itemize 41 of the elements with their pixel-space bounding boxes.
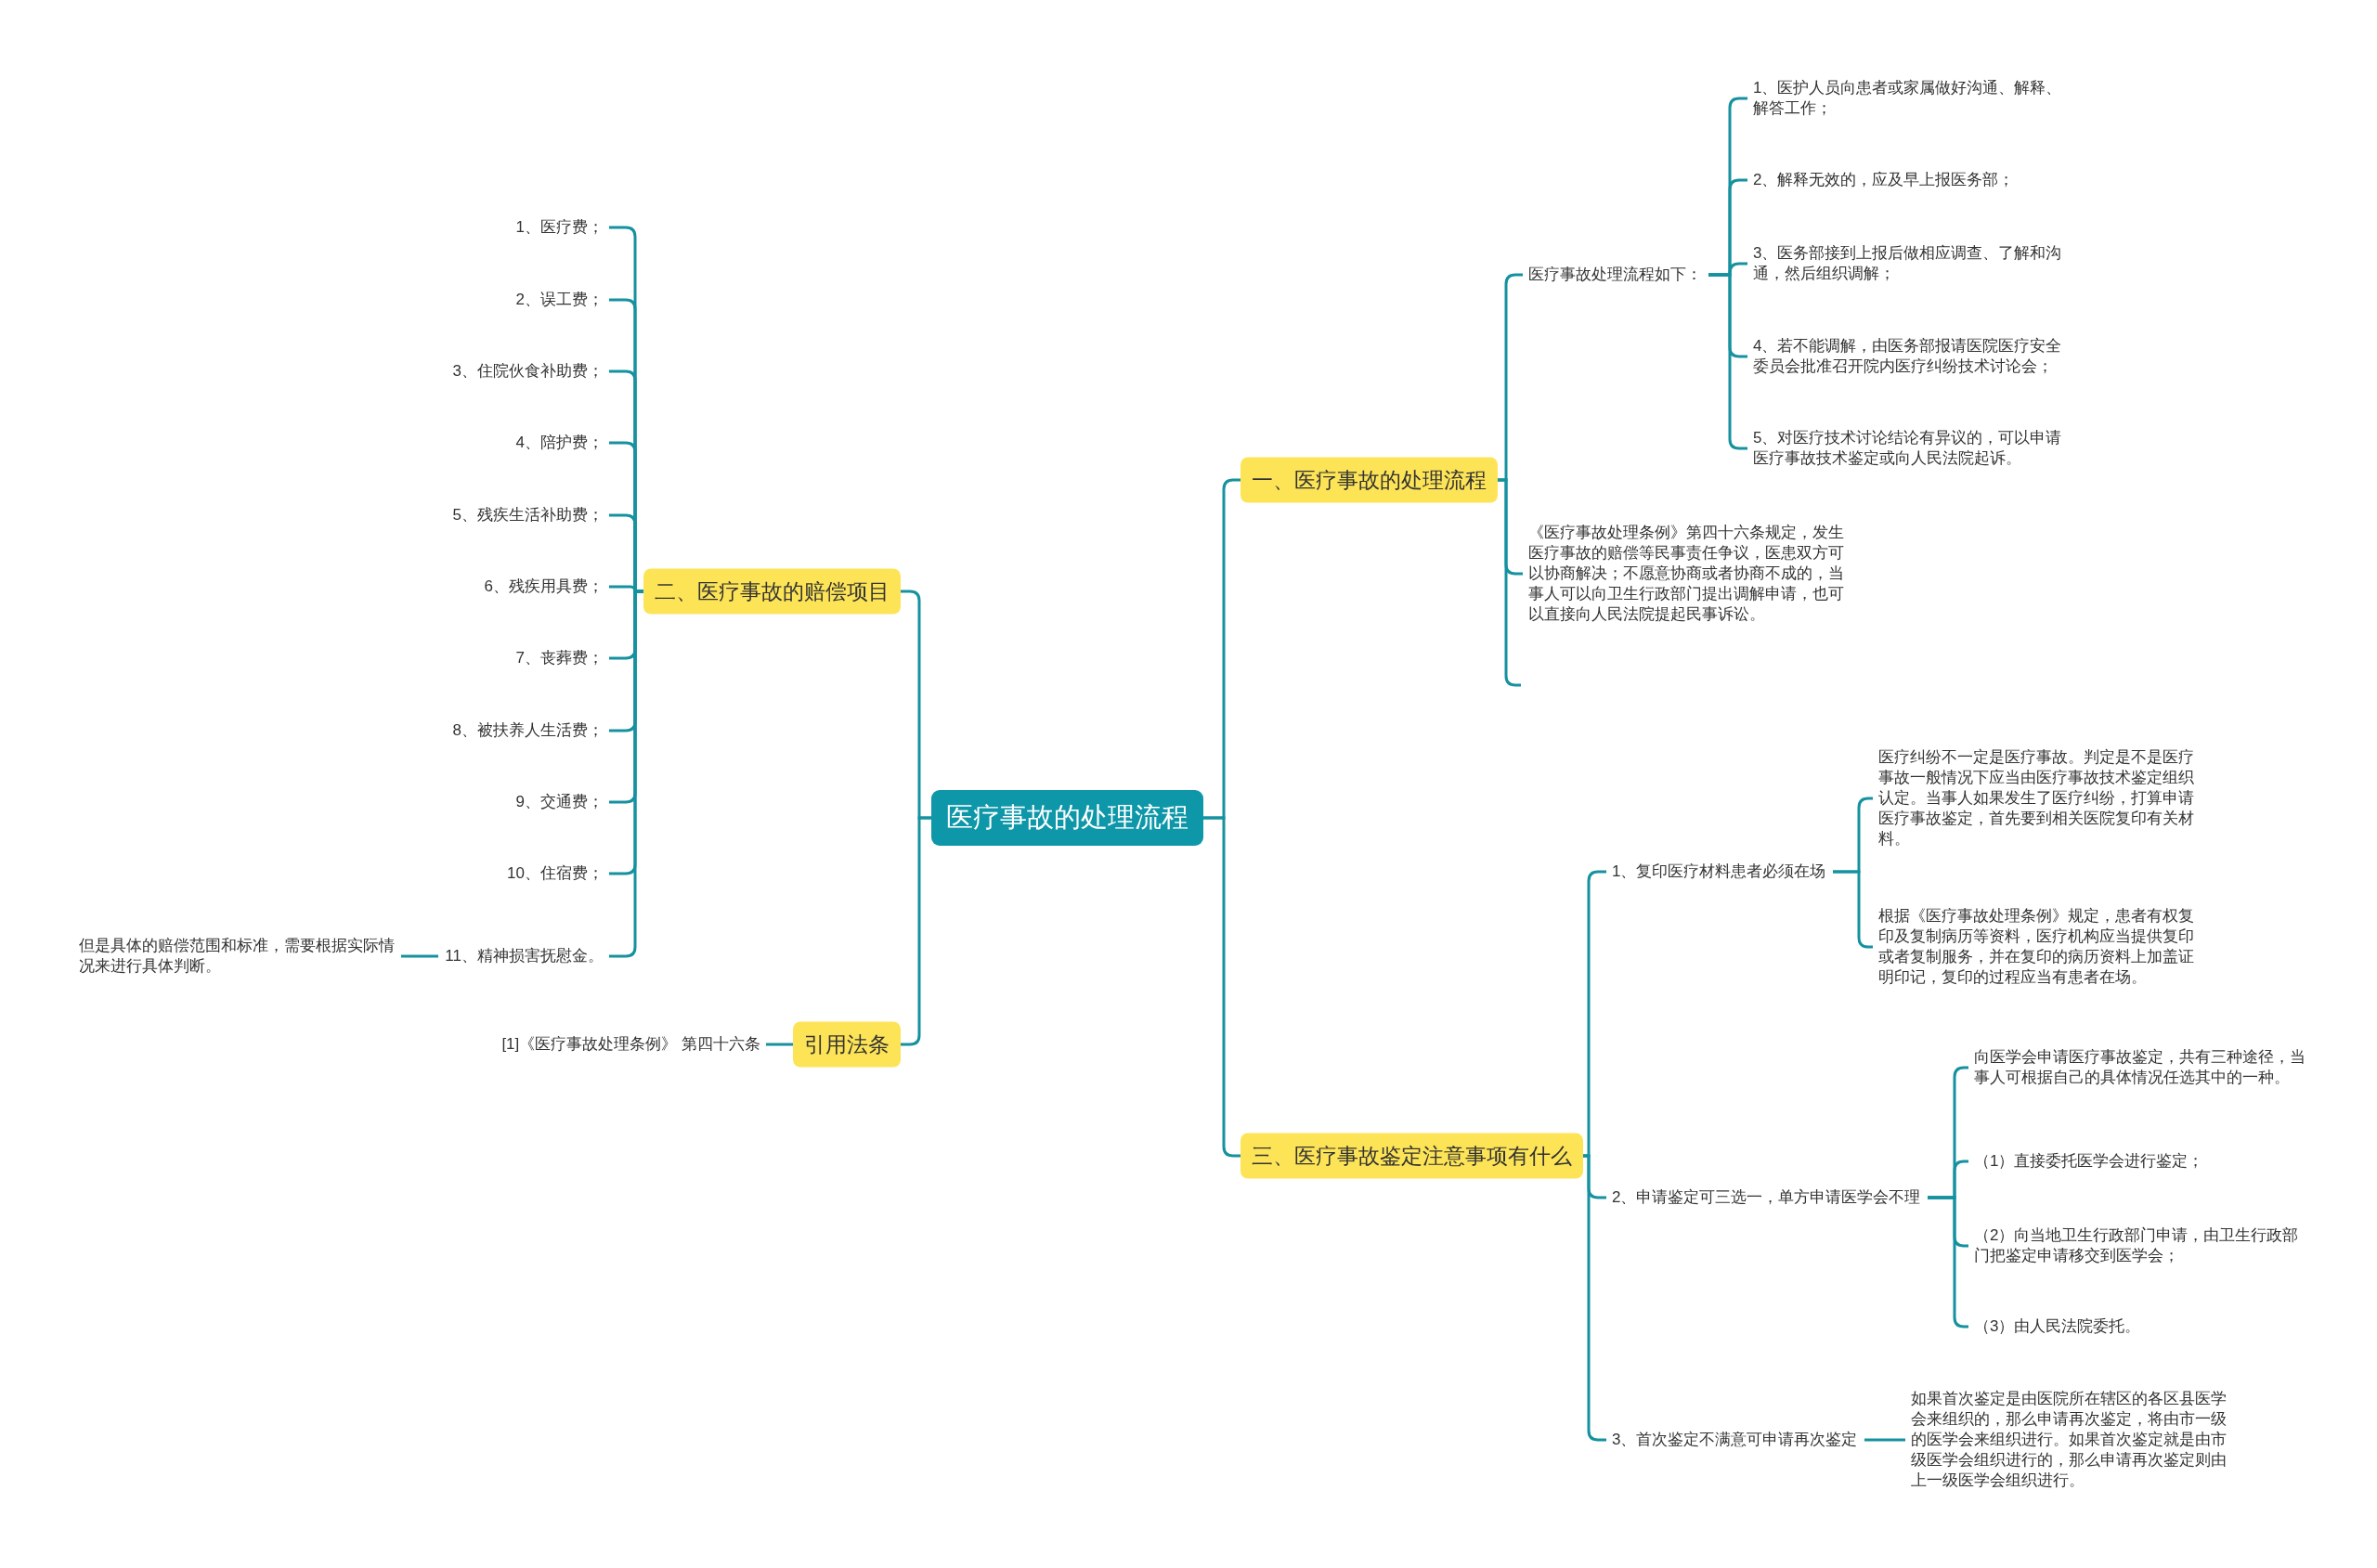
topic-text: （2）向当地卫生行政部门申请，由卫生行政部门把鉴定申请移交到医学会； xyxy=(1968,1225,2306,1267)
topic-text: 9、交通费； xyxy=(509,791,609,813)
topic-box: 二、医疗事故的赔偿项目 xyxy=(643,568,901,615)
topic-text: 2、误工费； xyxy=(509,289,609,311)
connector-line xyxy=(1498,478,1521,687)
topic-box: 引用法条 xyxy=(793,1021,901,1068)
topic-text: 4、陪护费； xyxy=(509,432,609,454)
topic-text: （3）由人民法院委托。 xyxy=(1968,1315,2148,1338)
topic-text: 如果首次鉴定是由医院所在辖区的各区县医学会来组织的，那么申请再次鉴定，将由市一级的医学会来组织进行。如果首次鉴定就是由市级医学会组织进行的，那么申请再次鉴定则由上一级医学会组织进行。 xyxy=(1905,1388,2233,1492)
topic-text: 医疗纠纷不一定是医疗事故。判定是不是医疗事故一般情况下应当由医疗事故技术鉴定组织认定。当事人如果发生了医疗纠纷，打算申请医疗事故鉴定，首先要到相关医院复印有关材料。 xyxy=(1873,746,2201,850)
topic-text: 但是具体的赔偿范围和标准，需要根据实际情况来进行具体判断。 xyxy=(73,935,401,978)
topic-text: 10、住宿费； xyxy=(500,862,609,885)
connector-line xyxy=(401,954,438,958)
topic-text: 5、对医疗技术讨论结论有异议的，可以申请医疗事故技术鉴定或向人民法院起诉。 xyxy=(1747,427,2069,470)
topic-text: （1）直接委托医学会进行鉴定； xyxy=(1968,1150,2211,1173)
topic-text: 向医学会申请医疗事故鉴定，共有三种途径，当事人可根据自己的具体情况任选其中的一种。 xyxy=(1968,1046,2312,1089)
connector-line xyxy=(1203,816,1240,1158)
topic-text: 1、复印医疗材料患者必须在场 xyxy=(1606,861,1833,883)
topic-box: 三、医疗事故鉴定注意事项有什么 xyxy=(1240,1133,1583,1179)
topic-text: 5、残疾生活补助费； xyxy=(446,504,609,526)
topic-box: 一、医疗事故的处理流程 xyxy=(1240,457,1498,503)
connector-line xyxy=(1864,1438,1905,1442)
topic-text: 8、被扶养人生活费； xyxy=(446,719,609,742)
topic-text: 1、医疗费； xyxy=(509,216,609,239)
topic-text: 7、丧葬费； xyxy=(509,647,609,669)
topic-text: 根据《医疗事故处理条例》规定，患者有权复印及复制病历等资料，医疗机构应当提供复印或者复制服务，并在复印的病历资料上加盖证明印记，复印的过程应当有患者在场。 xyxy=(1873,905,2201,989)
connector-line xyxy=(766,1043,793,1046)
topic-text: 2、申请鉴定可三选一，单方申请医学会不理 xyxy=(1606,1186,1928,1209)
topic-text: 1、医护人员向患者或家属做好沟通、解释、解答工作； xyxy=(1747,77,2069,120)
topic-text: 医疗事故处理流程如下： xyxy=(1523,264,1708,286)
topic-text: 《医疗事故处理条例》第四十六条规定，发生医疗事故的赔偿等民事责任争议，医患双方可以协商解决；不愿意协商或者协商不成的，当事人可以向卫生行政部门提出调解申请，也可以直接向人民法院提起民事诉讼。 xyxy=(1523,522,1851,626)
topic-text: 3、医务部接到上报后做相应调查、了解和沟通，然后组织调解； xyxy=(1747,242,2069,285)
central-topic-box: 医疗事故的处理流程 xyxy=(931,790,1203,846)
topic-text: 3、住院伙食补助费； xyxy=(446,360,609,382)
topic-text: 4、若不能调解，由医务部报请医院医疗安全委员会批准召开院内医疗纠纷技术讨论会； xyxy=(1747,335,2069,378)
topic-text: 11、精神损害抚慰金。 xyxy=(438,945,609,967)
topic-text: 2、解释无效的，应及早上报医务部； xyxy=(1747,169,2021,191)
topic-text: 6、残疾用具费； xyxy=(477,576,609,598)
topic-text: 3、首次鉴定不满意可申请再次鉴定 xyxy=(1606,1429,1864,1451)
topic-text: [1]《医疗事故处理条例》 第四十六条 xyxy=(495,1033,766,1056)
connector-line xyxy=(901,816,931,1046)
